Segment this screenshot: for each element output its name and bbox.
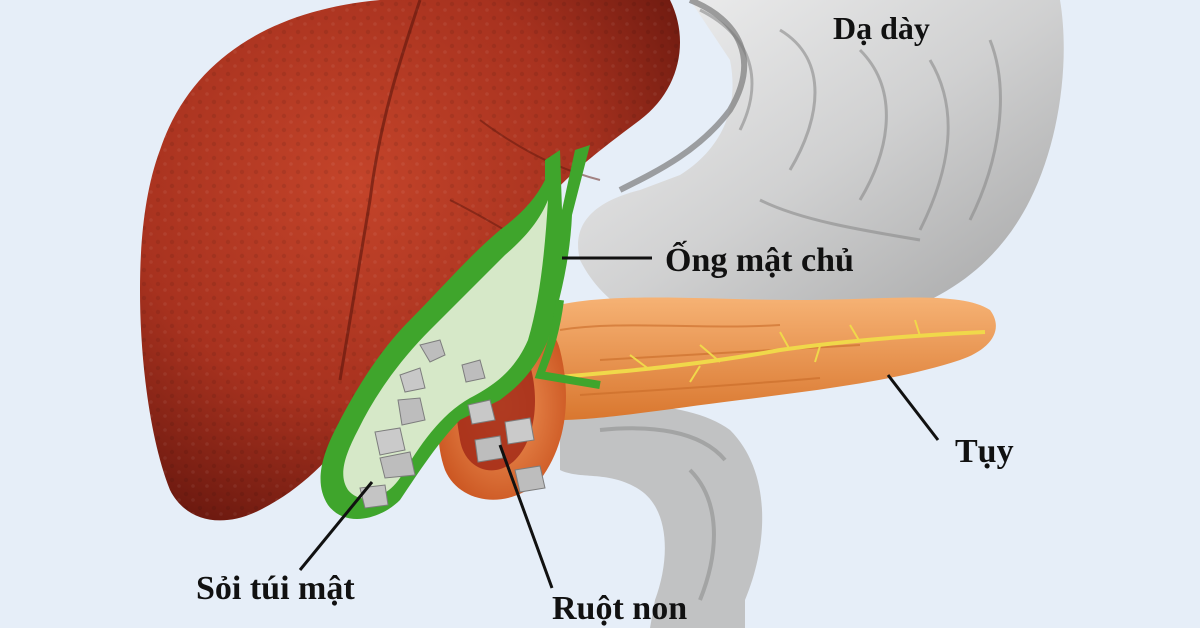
label-gallstones: Sỏi túi mật	[196, 570, 355, 607]
label-small-intestine: Ruột non	[552, 590, 688, 627]
leader-small-intestine	[498, 444, 554, 589]
leader-pancreas	[886, 374, 940, 441]
pancreas	[526, 297, 996, 420]
label-common-bile-duct: Ống mật chủ	[665, 242, 854, 279]
leader-gallstones	[298, 481, 374, 571]
gallstones	[359, 339, 546, 509]
gallbladder	[320, 145, 601, 519]
leader-lines	[298, 256, 940, 589]
label-pancreas: Tụy	[955, 433, 1014, 470]
liver	[140, 0, 680, 521]
duodenum-lower	[560, 404, 763, 628]
label-stomach: Dạ dày	[833, 10, 930, 46]
stomach	[578, 0, 1064, 330]
